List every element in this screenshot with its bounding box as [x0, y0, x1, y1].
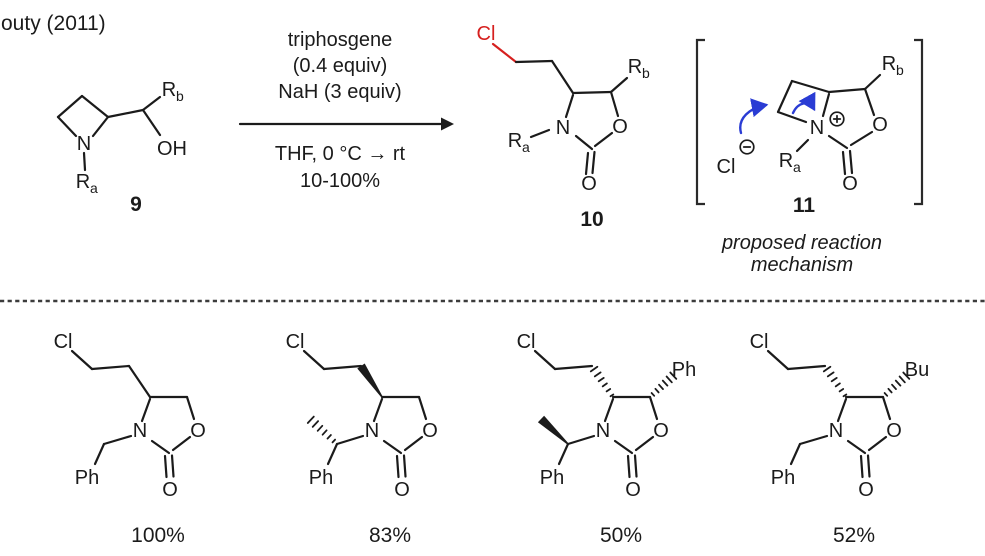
product-3-bonds: [533, 349, 659, 479]
compound-11: N Cl R a R b O O 11 proposed reaction me…: [695, 38, 924, 276]
rb-group-label: R: [628, 56, 642, 78]
n-atom-label: N: [596, 420, 610, 442]
condition-line-1: THF, 0 °C → rt: [275, 143, 406, 165]
mechanism-arrow-chloride-attack: [739, 98, 769, 135]
chloride-label: Cl: [717, 156, 736, 178]
yield-label: 52%: [833, 524, 875, 547]
product-3: Cl N O O Ph Ph 50%: [517, 331, 697, 547]
n-atom-label: N: [365, 420, 379, 442]
c-cl-bond-red: [491, 42, 518, 64]
carbonyl-o-atom-label: O: [842, 173, 858, 195]
carbonyl-o-atom-label: O: [162, 479, 178, 501]
compound-10-number: 10: [580, 208, 603, 231]
left-bracket: [695, 38, 705, 206]
phenyl-label: Ph: [771, 467, 795, 489]
bold-wedge-chain-bond: [357, 363, 383, 398]
hashed-wedge-chain-bond: [822, 365, 848, 398]
hashed-wedge-methyl-bond: [306, 415, 336, 444]
c5-phenyl-label: Ph: [672, 359, 696, 381]
rb-group-label: R: [882, 53, 896, 75]
compound-10: Cl N O O R a R b 10: [477, 23, 650, 231]
rb-subscript: b: [176, 88, 184, 104]
ra-group-label: R: [76, 171, 90, 193]
compound-11-bonds: [776, 73, 882, 176]
compound-9-bonds: [56, 94, 162, 172]
compound-10-bonds: [514, 59, 629, 176]
ring-o-atom-label: O: [886, 420, 902, 442]
n-atom-label: N: [77, 133, 91, 155]
n-atom-label: N: [133, 420, 147, 442]
oh-group-label: OH: [157, 138, 187, 160]
mechanism-caption-line-2: mechanism: [751, 254, 853, 276]
ring-o-atom-label: O: [653, 420, 669, 442]
product-1: Cl N O O Ph 100%: [54, 331, 206, 547]
hashed-wedge-c5-bond: [650, 371, 678, 397]
hashed-wedge-c5-bond: [883, 371, 911, 397]
product-2: Cl N O O Ph 83%: [286, 331, 438, 547]
ra-subscript: a: [90, 180, 98, 196]
carbonyl-o-atom-label: O: [858, 479, 874, 501]
rb-group-label: R: [162, 79, 176, 101]
cl-atom-label-red: Cl: [477, 23, 496, 45]
rb-subscript: b: [896, 62, 904, 78]
ring-o-atom-label: O: [612, 116, 628, 138]
c5-butyl-label: Bu: [905, 359, 929, 381]
ra-subscript: a: [522, 139, 530, 155]
cl-atom-label: Cl: [750, 331, 769, 353]
product-2-bonds: [302, 349, 428, 479]
carbonyl-o-atom-label: O: [394, 479, 410, 501]
ring-o-atom-label: O: [872, 114, 888, 136]
reaction-arrow: [238, 117, 454, 131]
product-1-bonds: [70, 349, 196, 479]
compound-9: N OH R b R a 9: [56, 79, 187, 216]
phenyl-label: Ph: [309, 467, 333, 489]
n-atom-label: N: [556, 117, 570, 139]
mechanism-caption-line-1: proposed reaction: [721, 232, 882, 254]
carbonyl-o-atom-label: O: [581, 173, 597, 195]
yield-label: 83%: [369, 524, 411, 547]
n-atom-label: N: [829, 420, 843, 442]
carbonyl-o-atom-label: O: [625, 479, 641, 501]
ring-o-atom-label: O: [190, 420, 206, 442]
plus-charge-icon: [829, 111, 845, 127]
phenyl-label: Ph: [540, 467, 564, 489]
cl-atom-label: Cl: [517, 331, 536, 353]
yield-label: 50%: [600, 524, 642, 547]
reagent-line-3: NaH (3 equiv): [278, 81, 401, 103]
reagent-line-2: (0.4 equiv): [293, 55, 388, 77]
mechanism-arrow-ring-opening: [791, 91, 816, 115]
ra-group-label: R: [508, 130, 522, 152]
minus-charge-icon: [739, 139, 755, 155]
compound-9-number: 9: [130, 193, 142, 216]
reagent-line-1: triphosgene: [288, 29, 393, 51]
bold-wedge-methyl-bond: [537, 415, 569, 445]
condition-line-2: 10-100%: [300, 170, 380, 192]
attribution-text: outy (2011): [1, 12, 106, 35]
product-4: Cl N O O Bu Ph 52%: [750, 331, 930, 547]
ring-o-atom-label: O: [422, 420, 438, 442]
phenyl-label: Ph: [75, 467, 99, 489]
right-bracket: [914, 38, 924, 206]
rb-subscript: b: [642, 65, 650, 81]
reaction-conditions: triphosgene (0.4 equiv) NaH (3 equiv) TH…: [238, 29, 454, 192]
yield-label: 100%: [131, 524, 185, 547]
cl-atom-label: Cl: [286, 331, 305, 353]
hashed-wedge-chain-bond: [589, 365, 615, 398]
cl-atom-label: Cl: [54, 331, 73, 353]
product-4-bonds: [766, 349, 892, 479]
compound-11-number: 11: [793, 194, 816, 217]
ra-subscript: a: [793, 159, 801, 175]
ra-group-label: R: [779, 150, 793, 172]
n-plus-atom-label: N: [810, 117, 824, 139]
